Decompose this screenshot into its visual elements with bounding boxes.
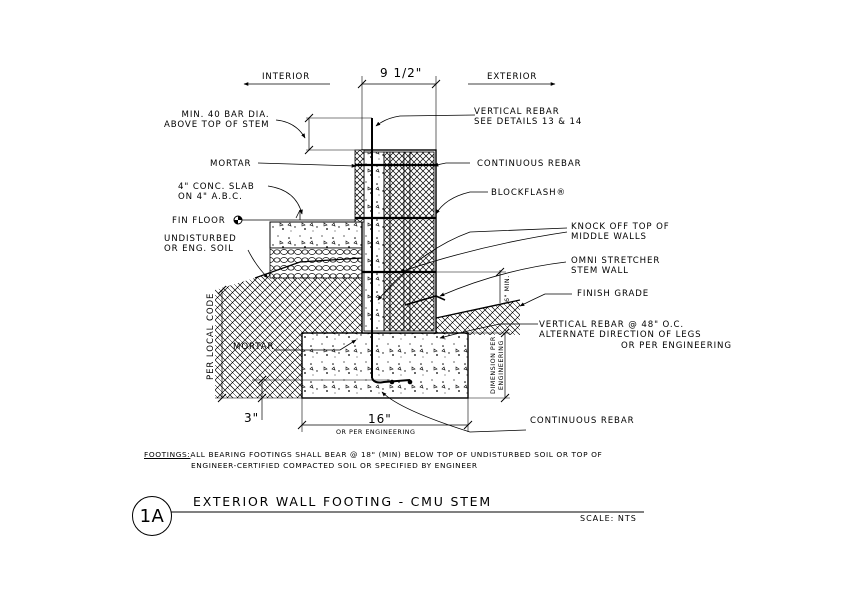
blockflash-label: BLOCKFLASH® [491, 188, 566, 198]
concrete-slab [269, 221, 363, 249]
exterior-label: EXTERIOR [487, 72, 538, 82]
detail-title: EXTERIOR WALL FOOTING - CMU STEM [193, 494, 492, 509]
finish-grade-label: FINISH GRADE [577, 289, 650, 299]
footing-rebar-2 [407, 379, 413, 385]
undisturbed-soil-exterior [436, 300, 520, 335]
footing-note: FOOTINGS:ALL BEARING FOOTINGS SHALL BEAR… [144, 450, 602, 471]
three-inch-label: 3" [244, 411, 260, 425]
undisturbed-soil-interior [215, 258, 362, 398]
footing-rebar-1 [389, 379, 395, 385]
blockflash [404, 295, 446, 306]
grouted-cell-inner [363, 151, 385, 332]
wall-width-dimension: 9 1/2" [380, 66, 423, 80]
abc-gravel-base [269, 247, 363, 279]
note-line-1: ALL BEARING FOOTINGS SHALL BEAR @ 18" (M… [190, 450, 603, 459]
interior-label: INTERIOR [262, 72, 311, 82]
mortar-bottom-label: MORTAR [233, 342, 275, 352]
mortar-top-label: MORTAR [210, 159, 252, 169]
note-line-2: ENGINEER-CERTIFIED COMPACTED SOIL OR SPE… [191, 460, 478, 470]
vertical-rebar-hook [371, 377, 411, 384]
grade-interior-line [254, 257, 363, 279]
continuous-rebar-top-label: CONTINUOUS REBAR [477, 159, 582, 169]
min-bar-label: MIN. 40 BAR DIA.ABOVE TOP OF STEM [164, 110, 270, 131]
footing-width-label: 16" [368, 412, 392, 426]
cmu-cell-mid [389, 151, 405, 332]
cmu-web-1 [383, 151, 391, 332]
detail-id: 1A [139, 505, 165, 527]
vertical-rebar-48-label: VERTICAL REBAR @ 48" O.C.ALTERNATE DIREC… [539, 320, 732, 351]
cmu-face-interior [354, 149, 365, 223]
detail-id-badge: 1A [132, 496, 172, 536]
concrete-footing [301, 332, 469, 399]
six-min-label: 6" MIN. [503, 275, 511, 302]
cmu-cell-outer [409, 151, 435, 332]
or-per-engineering-label: OR PER ENGINEERING [336, 428, 416, 436]
per-local-code-label: PER LOCAL CODE [206, 292, 216, 380]
finish-grade-line [435, 299, 521, 319]
leader-lines [247, 114, 572, 433]
continuous-rebar-bottom-label: CONTINUOUS REBAR [530, 416, 635, 426]
fin-floor-label: FIN FLOOR [172, 216, 226, 226]
detail-scale: SCALE: NTS [580, 514, 637, 523]
note-prefix: FOOTINGS: [144, 450, 191, 459]
